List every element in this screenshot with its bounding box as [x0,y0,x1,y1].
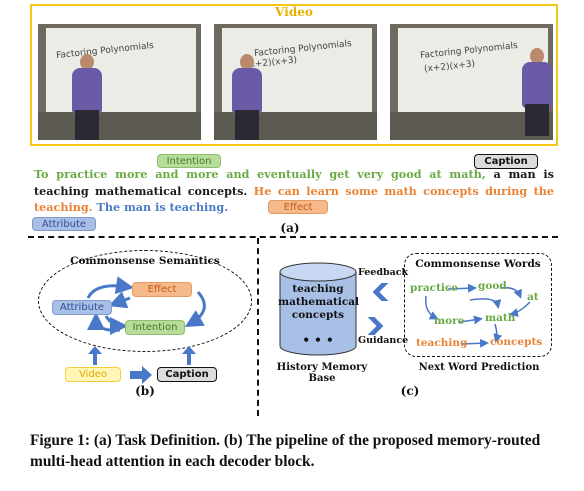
attribute-tag: Attribute [32,217,96,231]
cycle-arrow-effect-to-intention [184,291,206,328]
word-teaching: teaching [416,337,468,349]
feedback-chevron-icon [372,283,389,301]
effect-node: Effect [132,282,192,297]
commonsense-words-box [404,253,552,357]
video-frame-2: Factoring Polynomials (x+2)(x+3) [214,24,377,140]
video-label: Video [275,5,313,19]
subfigure-label-c: (c) [400,384,420,398]
right-arrow-video-to-caption [130,366,152,384]
video-frame-1: Factoring Polynomials [38,24,201,140]
history-memory-title: History Memory Base [276,362,368,384]
caption-paragraph: To practice more and more and eventually… [34,166,554,216]
memory-contents: teaching mathematical concepts [278,283,360,321]
word-at: at [527,291,539,303]
effect-tag: Effect [268,200,328,214]
vertical-divider [257,238,259,416]
video-node: Video [65,367,121,382]
commonsense-words-title: Commonsense Words [415,258,541,270]
caption-text: a man is teaching mathematical concepts. [34,167,554,198]
caption-tag: Caption [474,154,538,169]
effect-text: He can learn some math concepts during t… [34,183,554,215]
word-good: good [478,280,507,292]
cycle-arrow-effect-to-attr [108,291,131,309]
subfigure-label-b: (b) [135,384,155,398]
figure-caption: Figure 1: (a) Task Definition. (b) The p… [30,432,541,470]
commonsense-semantics-ellipse [38,250,252,352]
word-practice: practice [410,282,458,294]
intention-node: Intention [125,320,185,335]
memory-cylinder-icon [279,262,357,356]
horizontal-divider [28,236,558,238]
feedback-label: Feedback [358,267,409,278]
caption-node: Caption [157,367,217,382]
up-arrow-caption [182,346,196,365]
memory-ellipsis: • • • [302,333,334,347]
attribute-text: The man is teaching. [92,200,229,214]
word-math: math [485,312,516,324]
intention-tag: Intention [157,154,221,168]
word-more: more [434,315,465,327]
guidance-chevron-icon [367,317,384,335]
attribute-node: Attribute [52,300,112,315]
word-concepts: concepts [490,336,543,348]
next-word-prediction-title: Next Word Prediction [418,362,540,373]
subfigure-label-a: (a) [280,221,300,235]
commonsense-semantics-title: Commonsense Semantics [70,255,220,267]
cycle-arrow-attr-to-effect [86,276,134,299]
video-frame-3: Factoring Polynomials (x+2)(x+3) [390,24,553,140]
cycle-arrow-attr-to-intention [104,315,128,335]
up-arrow-video [88,346,102,365]
guidance-label: Guidance [358,335,409,346]
intention-text: To practice more and more and eventually… [34,167,486,181]
video-frame-strip: Video Factoring Polynomials Factoring Po… [30,4,558,146]
